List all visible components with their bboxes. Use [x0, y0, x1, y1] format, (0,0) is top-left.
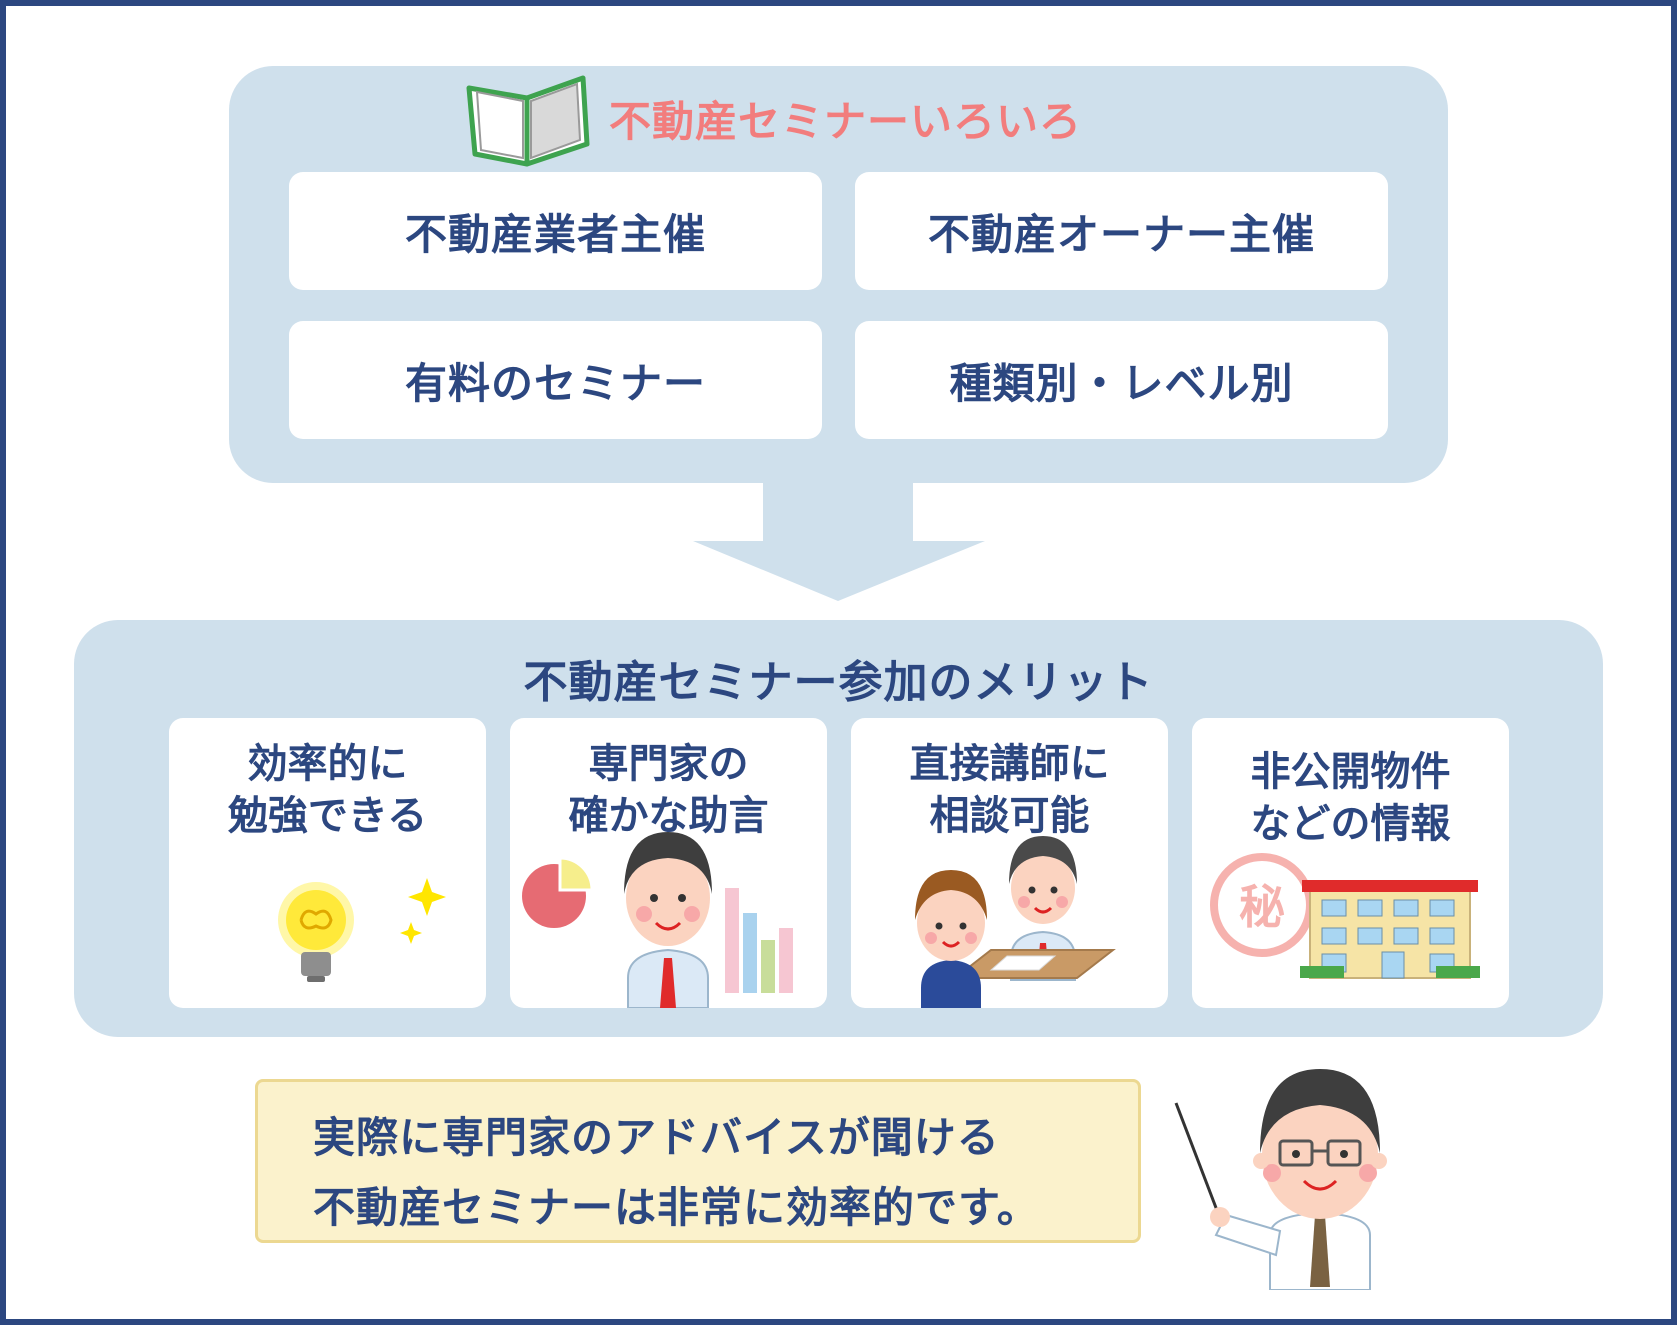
merit-line-1: 直接講師に — [909, 741, 1110, 787]
merit-line-1: 効率的に — [247, 741, 408, 787]
type-box-by-type-level: 種類別・レベル別 — [855, 321, 1388, 439]
secret-property-icon: 秘 — [1210, 853, 1480, 979]
open-book-icon — [466, 75, 590, 167]
merit-card-text: 専門家の 確かな助言 — [510, 738, 827, 842]
lightbulb-icon — [278, 878, 446, 982]
summary-note-line-1: 実際に専門家のアドバイスが聞ける — [313, 1113, 1000, 1162]
merit-line-2: 相談可能 — [929, 793, 1090, 839]
type-box-owner-hosted: 不動産オーナー主催 — [855, 172, 1388, 290]
seminar-types-title: 不動産セミナーいろいろ — [609, 97, 1083, 146]
merit-card-private-listings: 非公開物件 などの情報 秘 — [1192, 718, 1509, 1008]
advisor-chart-icon — [522, 832, 793, 1008]
merit-line-1: 非公開物件 — [1250, 749, 1451, 795]
merit-line-2: などの情報 — [1250, 801, 1451, 847]
merit-line-2: 確かな助言 — [568, 793, 769, 839]
teacher-pointer-icon — [1174, 1069, 1387, 1290]
secret-stamp-text: 秘 — [1239, 880, 1285, 934]
merit-card-efficient-study: 効率的に 勉強できる — [169, 718, 486, 1008]
summary-note: 実際に専門家のアドバイスが聞ける 不動産セミナーは非常に効率的です。 — [255, 1079, 1141, 1243]
seminar-merits-panel: 不動産セミナー参加のメリット 効率的に 勉強できる 専門家の 確かな助言 — [74, 620, 1603, 1037]
down-arrow-icon — [693, 483, 985, 601]
merit-line-2: 勉強できる — [227, 793, 428, 839]
merit-card-expert-advice: 専門家の 確かな助言 — [510, 718, 827, 1008]
merit-card-text: 直接講師に 相談可能 — [851, 738, 1168, 842]
merit-card-direct-consult: 直接講師に 相談可能 — [851, 718, 1168, 1008]
consultation-icon — [915, 836, 1116, 1008]
summary-note-line-2: 不動産セミナーは非常に効率的です。 — [313, 1183, 1040, 1232]
type-box-paid-seminar: 有料のセミナー — [289, 321, 822, 439]
merit-card-text: 効率的に 勉強できる — [169, 738, 486, 842]
type-box-agent-hosted: 不動産業者主催 — [289, 172, 822, 290]
merit-line-1: 専門家の — [588, 741, 749, 787]
seminar-merits-title: 不動産セミナー参加のメリット — [523, 657, 1154, 708]
merit-card-text: 非公開物件 などの情報 — [1192, 746, 1509, 850]
seminar-types-panel: 不動産セミナーいろいろ 不動産業者主催 不動産オーナー主催 有料のセミナー 種類… — [229, 66, 1448, 483]
